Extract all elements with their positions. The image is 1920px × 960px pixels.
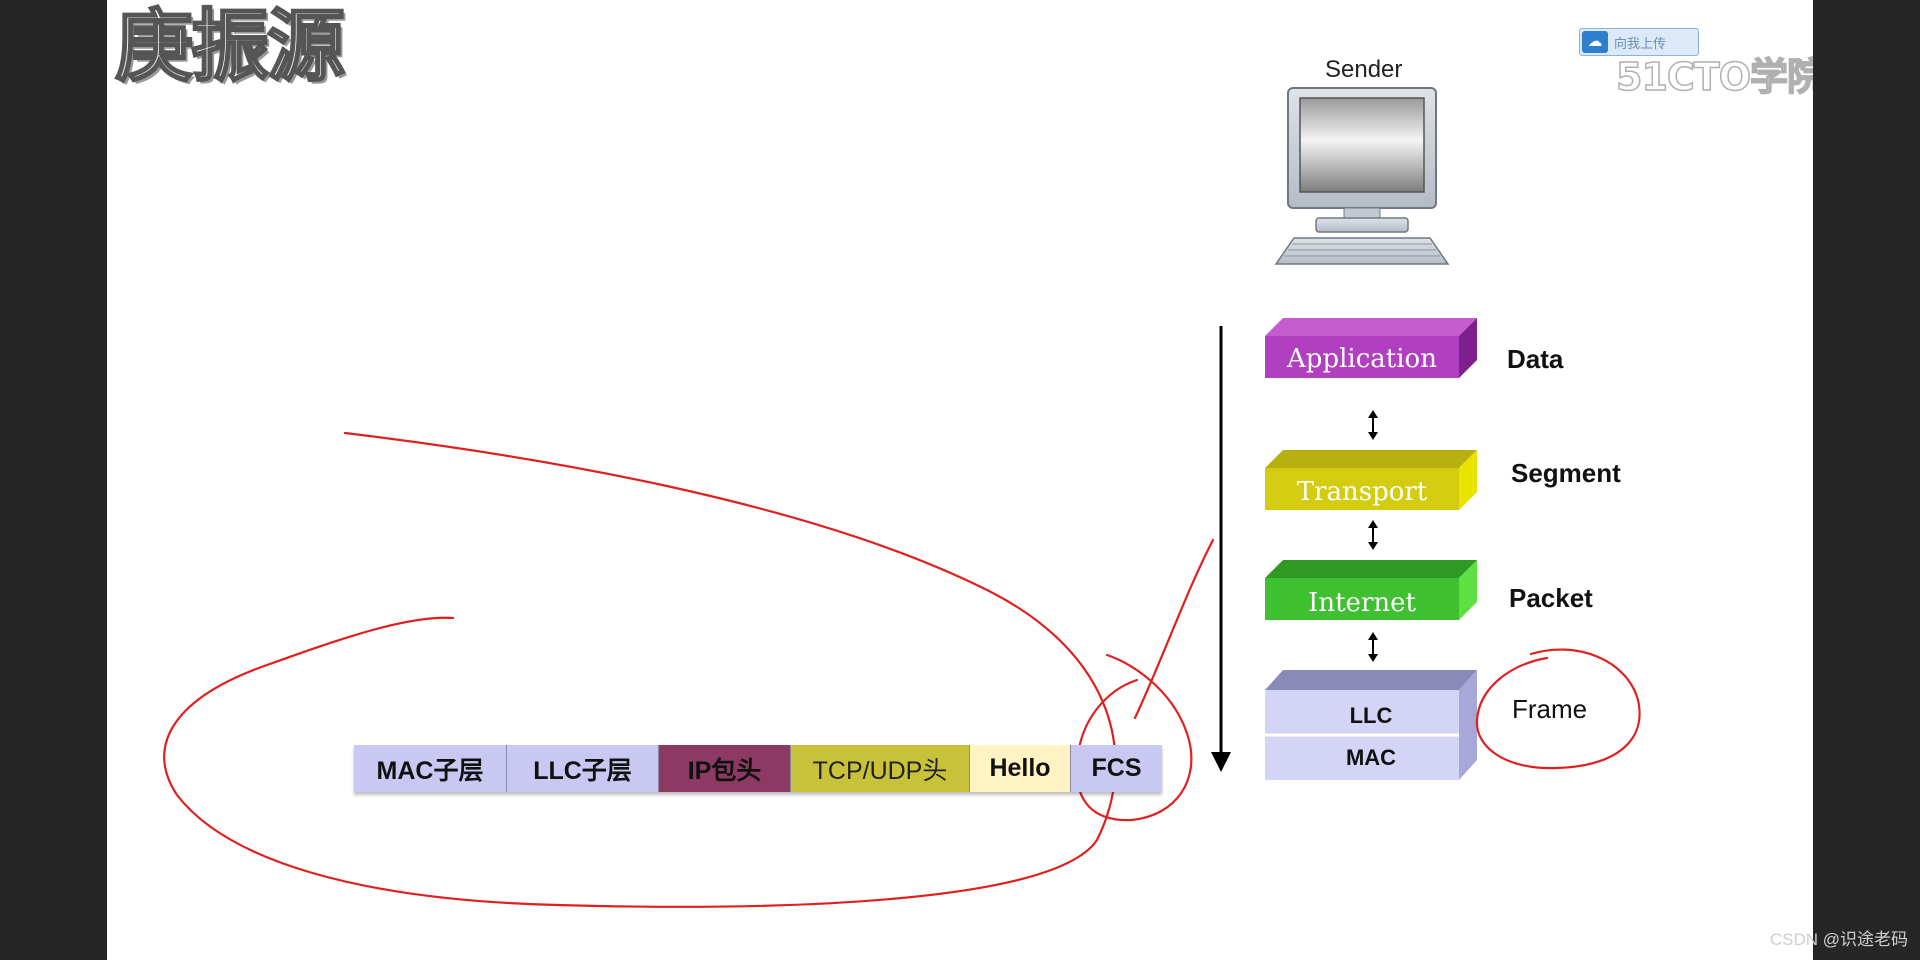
frame-field-fcs: FCS [1071,745,1162,792]
application-layer-block: Application [1265,318,1477,378]
double-arrow-1 [1368,410,1378,440]
internet-layer-block: Internet [1265,560,1477,620]
slide-canvas: 庚振源 ☁ 向我上传 51CTO学院 Sender [107,0,1813,960]
diagram-layer: Application Transport Internet [163,318,1641,908]
sender-label: Sender [1325,56,1403,83]
datalink-layer-block [1265,670,1477,780]
frame-field-payload: Hello [970,745,1071,792]
frame-field-llc: LLC子层 [507,745,659,792]
red-annotation-strokes [163,431,1641,908]
encapsulation-arrow-head [1211,752,1231,772]
frame-field-mac: MAC子层 [354,745,507,792]
pdu-label-frame: Frame [1512,694,1588,724]
upload-badge: ☁ 向我上传 [1579,28,1699,56]
upload-badge-text: 向我上传 [1614,37,1667,52]
mac-sublayer-label: MAC [1345,745,1397,770]
llc-sublayer-label: LLC [1349,703,1393,728]
frame-structure: MAC子层 LLC子层 IP包头 TCP/UDP头 Hello FCS [354,745,1162,792]
internet-layer-label: Internet [1308,588,1416,618]
frame-field-ip-header: IP包头 [659,745,791,792]
author-title: 庚振源 [114,2,347,92]
double-arrow-3 [1368,632,1378,662]
frame-field-tcp-udp-header: TCP/UDP头 [791,745,970,792]
double-arrow-2 [1368,520,1378,550]
cloud-icon: ☁ [1582,31,1608,53]
pdu-label-data: Data [1507,344,1564,374]
pdu-label-packet: Packet [1509,583,1593,613]
brand-logo-area: ☁ 向我上传 51CTO学院 [1579,28,1813,100]
application-layer-label: Application [1286,344,1437,374]
transport-layer-label: Transport [1297,477,1428,507]
brand-logo-text: 51CTO学院 [1615,54,1813,100]
pdu-label-segment: Segment [1511,458,1621,488]
transport-layer-block: Transport [1265,450,1477,510]
csdn-watermark: CSDN @识途老码 [1769,930,1908,949]
computer-icon [1274,87,1450,265]
